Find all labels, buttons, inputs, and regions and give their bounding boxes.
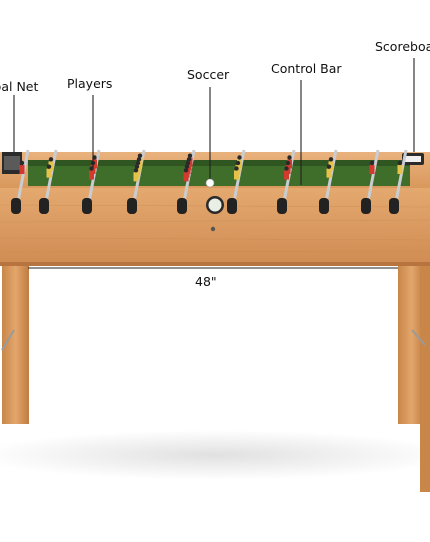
player-head (328, 157, 334, 162)
callout-goal-net: Goal Net (0, 79, 39, 94)
rod-handle (277, 198, 287, 214)
apron-bottom-edge (0, 262, 430, 266)
player-head (187, 153, 193, 158)
player-head (48, 157, 54, 162)
callout-scoreboard: Scoreboard (375, 39, 430, 54)
player-head (186, 157, 192, 162)
player-head (183, 168, 189, 173)
rod-handle (361, 198, 371, 214)
player-head (326, 164, 332, 169)
callout-players: Players (67, 76, 113, 91)
player-head (284, 166, 289, 171)
control-rod (319, 149, 338, 214)
red-player (19, 165, 25, 174)
player-head (235, 160, 241, 166)
player-head (184, 164, 190, 169)
goal-net (2, 152, 22, 174)
leg-bracket-left (1, 329, 15, 351)
red-player (89, 170, 94, 180)
yellow-player (234, 170, 239, 180)
rod-handle (39, 198, 49, 214)
leg-bracket-right (411, 329, 426, 346)
player-head (136, 157, 142, 162)
red-player (369, 165, 375, 174)
rod-handle (11, 198, 21, 214)
player-head (285, 160, 291, 166)
player-head (46, 164, 52, 169)
control-rod (227, 149, 246, 214)
rod-handle (127, 198, 137, 214)
soccer-ball (205, 178, 215, 188)
ball-return-window (208, 198, 222, 212)
yellow-player (46, 168, 52, 178)
dimension-label: 48" (195, 274, 217, 289)
scoreboard (402, 153, 424, 165)
keyhole (210, 226, 216, 232)
callout-soccer: Soccer (187, 67, 230, 82)
yellow-player (133, 172, 139, 182)
rod-handle (319, 198, 329, 214)
control-rod (11, 149, 30, 214)
control-rod (389, 149, 408, 214)
player-head (19, 160, 25, 166)
control-rod (39, 149, 58, 214)
player-head (237, 155, 242, 160)
leader-lines (13, 58, 415, 185)
rod-handle (177, 198, 187, 214)
control-rods (11, 149, 408, 214)
player-head (397, 160, 403, 166)
player-head (185, 160, 191, 166)
field-back-wall (28, 160, 410, 166)
player-head (287, 155, 292, 160)
callout-control-bar: Control Bar (271, 61, 342, 76)
red-player (183, 172, 189, 182)
rod-handle (227, 198, 237, 214)
control-rod (361, 149, 380, 214)
player-head (369, 160, 375, 166)
player-head (134, 164, 140, 169)
scoreboard-display (405, 156, 421, 162)
leg-back-right (420, 262, 430, 492)
control-rod (177, 149, 196, 214)
player-head (234, 166, 239, 171)
rod-handle (82, 198, 92, 214)
control-rod (82, 149, 101, 214)
goal-net-opening (4, 156, 20, 170)
yellow-player (326, 168, 332, 178)
player-head (135, 160, 141, 166)
control-rod (127, 149, 146, 214)
rod-handle (389, 198, 399, 214)
control-rod (277, 149, 296, 214)
player-head (133, 168, 139, 173)
red-player (284, 170, 289, 180)
table-legs (1, 262, 430, 492)
floor-shadow (0, 430, 430, 480)
yellow-player (397, 165, 403, 174)
player-head (137, 153, 143, 158)
